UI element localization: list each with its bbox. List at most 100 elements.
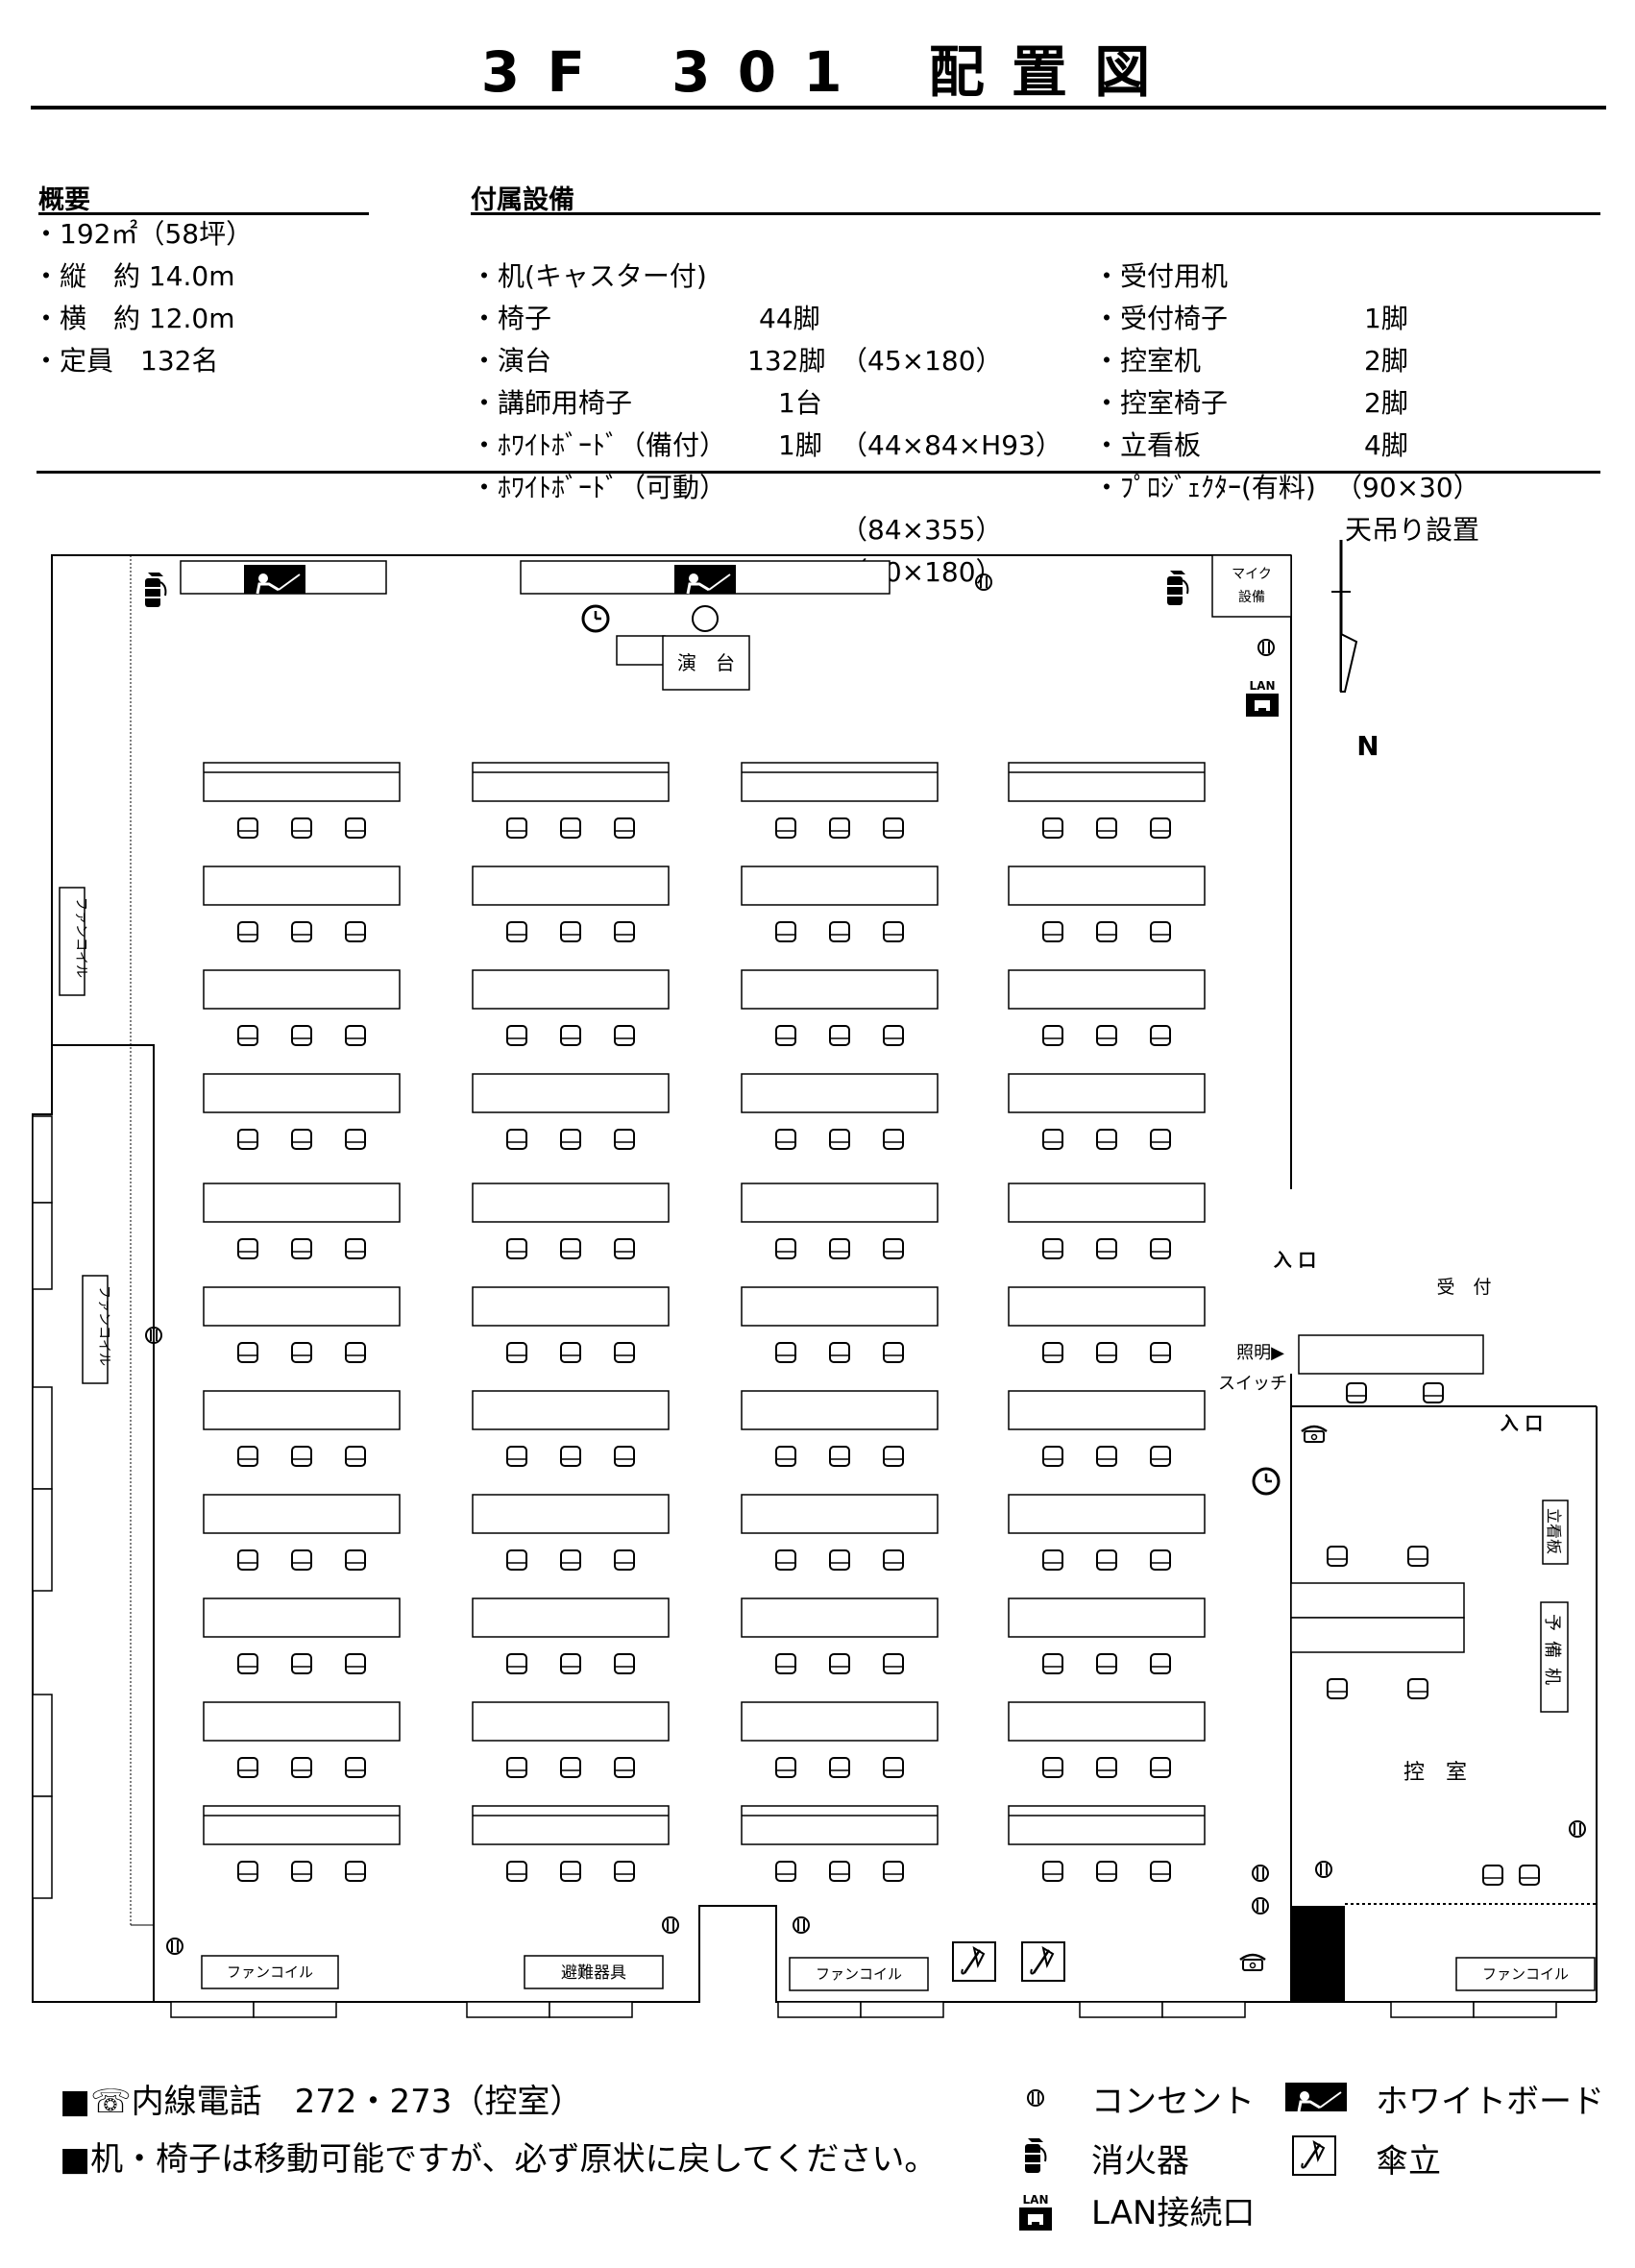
chair — [829, 1129, 850, 1150]
desk — [203, 1597, 401, 1638]
chair — [614, 1342, 635, 1363]
equipment-qty: 1脚 — [1364, 303, 1408, 334]
chair — [1096, 921, 1117, 942]
desk — [472, 1597, 670, 1638]
legend-umbrella: 傘立 — [1376, 2142, 1441, 2181]
chair — [560, 1549, 581, 1571]
equipment-row: ・受付椅子 2脚 — [1093, 256, 1593, 377]
evacuation-equipment: 避難器具 — [524, 1955, 664, 1989]
desk — [472, 1183, 670, 1223]
chair — [775, 1129, 796, 1150]
equipment-qty: 132脚 — [747, 345, 826, 377]
desk — [741, 1597, 939, 1638]
chair — [506, 1549, 527, 1571]
equipment-name: ・演台 — [471, 345, 552, 377]
chair — [775, 1653, 796, 1674]
umbrella-icon — [1291, 2134, 1337, 2177]
desk — [1008, 969, 1206, 1010]
desk — [741, 866, 939, 906]
anteroom-desk — [1290, 1617, 1465, 1653]
desk — [203, 1390, 401, 1430]
equipment-name: ・椅子 — [471, 303, 552, 334]
chair — [775, 1757, 796, 1778]
desk — [203, 1805, 401, 1845]
equipment-size: （44×84×H93） — [841, 429, 1062, 461]
lectern-side — [616, 635, 666, 666]
chair — [560, 1861, 581, 1882]
pillar — [1291, 1906, 1345, 2002]
north-label: N — [1356, 730, 1379, 762]
chair — [1042, 1861, 1063, 1882]
desk — [203, 969, 401, 1010]
chair — [614, 1861, 635, 1882]
equipment-name: ・受付用机 — [1093, 260, 1229, 292]
desk — [741, 1390, 939, 1430]
desk — [472, 1286, 670, 1327]
desk — [203, 1494, 401, 1534]
equipment-qty: （90×30） — [1335, 472, 1480, 503]
outlet-icon — [1252, 1897, 1269, 1914]
chair — [1042, 921, 1063, 942]
standing-sign — [1542, 1500, 1569, 1565]
entrance-label: 入 口 — [1274, 1250, 1317, 1271]
spare-desk — [1540, 1601, 1569, 1713]
chair — [829, 1653, 850, 1674]
chair — [237, 1342, 258, 1363]
clock-icon — [581, 604, 610, 633]
overview-item: ・縦 約 14.0m — [33, 260, 235, 292]
desk — [741, 1701, 939, 1742]
chair — [291, 1757, 312, 1778]
chair — [291, 1129, 312, 1150]
chair — [883, 1861, 904, 1882]
desk — [1008, 866, 1206, 906]
desk — [1008, 762, 1206, 802]
chair — [506, 1342, 527, 1363]
fancoil-bottom: ファンコイル ファンコイル ファンコイル — [201, 1955, 1596, 1991]
desk — [472, 866, 670, 906]
chair — [1346, 1382, 1367, 1403]
chair — [829, 1025, 850, 1046]
chair — [1096, 1129, 1117, 1150]
fancoil-label: ファンコイル — [73, 897, 88, 978]
desk — [203, 1286, 401, 1327]
equipment-row: ・控室椅子 4脚 — [1093, 340, 1593, 461]
chair — [291, 1653, 312, 1674]
desk — [741, 1073, 939, 1113]
whiteboard-icon — [242, 563, 307, 596]
chair — [1423, 1382, 1444, 1403]
desk — [741, 1286, 939, 1327]
chair — [1096, 1238, 1117, 1259]
chair — [1042, 1757, 1063, 1778]
chair — [614, 1446, 635, 1467]
chair — [1150, 817, 1171, 839]
chair — [1096, 1025, 1117, 1046]
chair — [291, 1549, 312, 1571]
phone-icon — [1238, 1953, 1267, 1972]
chair — [237, 1446, 258, 1467]
chair — [614, 1129, 635, 1150]
outlet-icon — [1027, 2089, 1044, 2107]
equipment-row: ・ﾎﾜｲﾄﾎﾞｰﾄﾞ（備付） （84×355） — [471, 382, 1047, 546]
chair — [1096, 817, 1117, 839]
chair — [1482, 1865, 1503, 1886]
chair — [1150, 1238, 1171, 1259]
chair — [829, 817, 850, 839]
chair — [560, 921, 581, 942]
chair — [614, 1549, 635, 1571]
extinguisher-icon — [1024, 2137, 1047, 2174]
chair — [775, 1025, 796, 1046]
chair — [345, 1025, 366, 1046]
equipment-name: ・受付椅子 — [1093, 303, 1229, 334]
phone-icon — [1300, 1425, 1329, 1444]
chair — [775, 1446, 796, 1467]
chair — [1042, 1549, 1063, 1571]
chair — [506, 1861, 527, 1882]
extinguisher-icon — [1166, 570, 1189, 606]
light-switch-label: 照明▶ — [1236, 1343, 1284, 1363]
chair — [614, 1653, 635, 1674]
chair — [829, 1549, 850, 1571]
desk — [1008, 1805, 1206, 1845]
desk — [741, 1805, 939, 1845]
chair — [883, 1342, 904, 1363]
equipment-name: ・立看板 — [1093, 429, 1202, 461]
